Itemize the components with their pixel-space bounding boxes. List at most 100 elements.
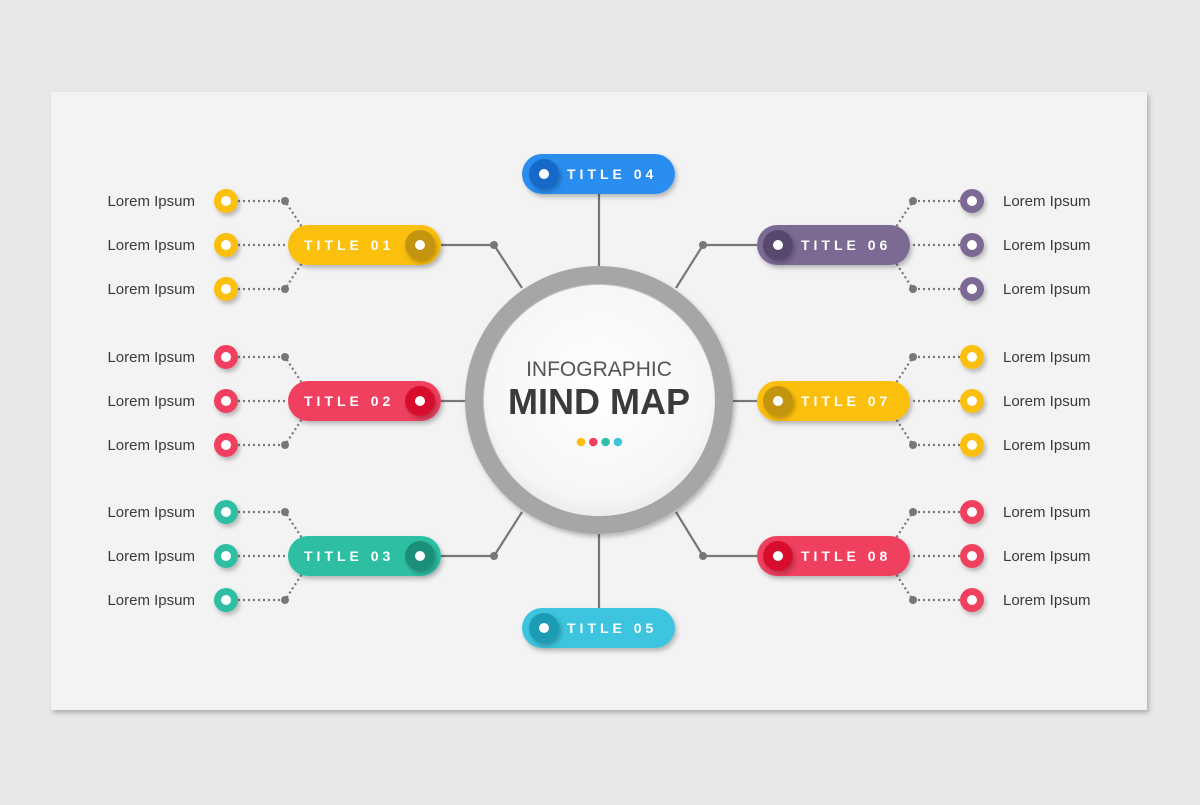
leaf-item[interactable]: Lorem Ipsum [107, 500, 238, 524]
title-pill[interactable] [522, 154, 675, 194]
leaf-bullet-center [221, 396, 231, 406]
leaf-label: Lorem Ipsum [107, 437, 195, 454]
title-knob-center [773, 240, 783, 250]
leaf-item[interactable]: Lorem Ipsum [960, 345, 1091, 369]
leaf-bullet-center [967, 551, 977, 561]
title-pill[interactable] [757, 225, 910, 265]
leaf-bullet-center [221, 240, 231, 250]
title-knob-center [415, 551, 425, 561]
leaf-label: Lorem Ipsum [107, 592, 195, 609]
leaf-label: Lorem Ipsum [1003, 281, 1091, 298]
title-label: TITLE 05 [567, 620, 657, 636]
title-node-01[interactable]: TITLE 01 [288, 225, 441, 265]
leaf-item[interactable]: Lorem Ipsum [107, 189, 238, 213]
leaf-joint [909, 441, 917, 449]
leaf-bullet-center [221, 595, 231, 605]
leaf-bullet-center [967, 595, 977, 605]
center-ring [465, 266, 733, 534]
title-label: TITLE 04 [567, 166, 657, 182]
leaf-label: Lorem Ipsum [107, 193, 195, 210]
title-label: TITLE 03 [304, 548, 394, 564]
title-label: TITLE 07 [801, 393, 891, 409]
leaf-bullet-center [967, 396, 977, 406]
leaf-item[interactable]: Lorem Ipsum [960, 588, 1091, 612]
title-label: TITLE 01 [304, 237, 394, 253]
leaf-joint [281, 596, 289, 604]
leaf-label: Lorem Ipsum [1003, 193, 1091, 210]
center-color-dot [613, 437, 623, 447]
connector-joint [699, 241, 707, 249]
center-subtitle: INFOGRAPHIC [526, 358, 672, 381]
title-label: TITLE 08 [801, 548, 891, 564]
leaf-item[interactable]: Lorem Ipsum [107, 544, 238, 568]
title-node-06[interactable]: TITLE 06 [757, 225, 910, 265]
leaf-joint [909, 508, 917, 516]
leaf-bullet-center [221, 196, 231, 206]
title-knob-center [415, 240, 425, 250]
leaf-joint [281, 197, 289, 205]
leaf-joint [281, 285, 289, 293]
leaf-joint [909, 353, 917, 361]
leaf-bullet-center [967, 352, 977, 362]
center-color-dot [589, 437, 598, 447]
leaf-joint [281, 353, 289, 361]
leaf-item[interactable]: Lorem Ipsum [107, 389, 238, 413]
title-node-05[interactable]: TITLE 05 [522, 608, 675, 648]
leaf-bullet-center [221, 352, 231, 362]
leaf-item[interactable]: Lorem Ipsum [107, 345, 238, 369]
leaf-item[interactable]: Lorem Ipsum [960, 233, 1091, 257]
leaf-joint [281, 508, 289, 516]
title-pill[interactable] [757, 536, 910, 576]
title-pill[interactable] [757, 381, 910, 421]
connector-joint [699, 552, 707, 560]
title-knob-center [773, 551, 783, 561]
leaf-item[interactable]: Lorem Ipsum [107, 277, 238, 301]
leaf-label: Lorem Ipsum [107, 504, 195, 521]
center-hub: INFOGRAPHIC MIND MAP [465, 266, 733, 534]
leaf-label: Lorem Ipsum [107, 393, 195, 410]
leaf-item[interactable]: Lorem Ipsum [960, 189, 1091, 213]
leaf-item[interactable]: Lorem Ipsum [960, 433, 1091, 457]
leaf-item[interactable]: Lorem Ipsum [107, 233, 238, 257]
title-node-04[interactable]: TITLE 04 [522, 154, 675, 194]
leaf-bullet-center [967, 240, 977, 250]
title-pill[interactable] [522, 608, 675, 648]
leaf-item[interactable]: Lorem Ipsum [960, 277, 1091, 301]
leaf-label: Lorem Ipsum [107, 349, 195, 366]
title-label: TITLE 02 [304, 393, 394, 409]
leaf-item[interactable]: Lorem Ipsum [107, 588, 238, 612]
center-color-dot [576, 437, 586, 447]
title-node-02[interactable]: TITLE 02 [288, 381, 441, 421]
leaf-item[interactable]: Lorem Ipsum [960, 544, 1091, 568]
leaf-label: Lorem Ipsum [1003, 349, 1091, 366]
leaf-bullet-center [221, 507, 231, 517]
connector-joint [490, 241, 498, 249]
leaf-joint [909, 197, 917, 205]
title-node-07[interactable]: TITLE 07 [757, 381, 910, 421]
center-disc [484, 285, 714, 515]
leaf-joint [281, 441, 289, 449]
leaf-label: Lorem Ipsum [1003, 393, 1091, 410]
leaf-label: Lorem Ipsum [1003, 548, 1091, 565]
leaf-item[interactable]: Lorem Ipsum [960, 500, 1091, 524]
leaf-item[interactable]: Lorem Ipsum [960, 389, 1091, 413]
title-node-03[interactable]: TITLE 03 [288, 536, 441, 576]
leaf-bullet-center [967, 507, 977, 517]
leaf-bullet-center [221, 284, 231, 294]
leaf-item[interactable]: Lorem Ipsum [107, 433, 238, 457]
center-color-dot [601, 437, 610, 447]
leaf-label: Lorem Ipsum [1003, 504, 1091, 521]
leaf-label: Lorem Ipsum [1003, 437, 1091, 454]
title-pill[interactable] [288, 381, 441, 421]
leaf-bullet-center [967, 440, 977, 450]
leaf-joint [909, 596, 917, 604]
title-pill[interactable] [288, 225, 441, 265]
leaf-label: Lorem Ipsum [107, 237, 195, 254]
title-pill[interactable] [288, 536, 441, 576]
title-knob-center [773, 396, 783, 406]
leaf-bullet-center [221, 440, 231, 450]
leaf-joint [909, 285, 917, 293]
title-node-08[interactable]: TITLE 08 [757, 536, 910, 576]
connector-joint [490, 552, 498, 560]
